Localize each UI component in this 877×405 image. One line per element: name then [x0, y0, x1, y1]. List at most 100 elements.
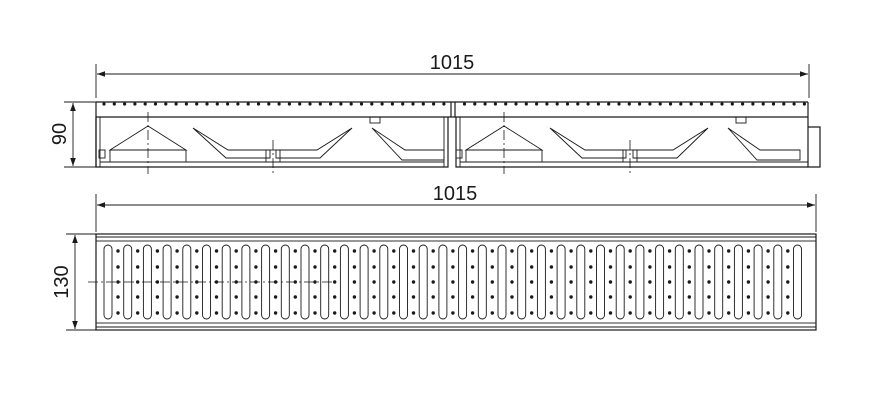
grating-hole — [608, 311, 613, 315]
grating-hole — [628, 265, 632, 269]
grating-hole — [175, 249, 179, 253]
grating-hole — [549, 280, 554, 284]
grating-hole — [490, 311, 494, 315]
grating-tooth — [720, 102, 724, 106]
grating-hole — [136, 249, 140, 253]
grating-hole — [116, 280, 120, 284]
grating-tooth — [607, 102, 611, 106]
grating-hole — [470, 265, 475, 269]
grating-hole — [628, 280, 632, 284]
grating-hole — [530, 311, 534, 315]
grating-slot — [399, 244, 408, 320]
grating-tooth — [401, 102, 405, 106]
grating-hole — [333, 280, 337, 284]
grating-hole — [687, 265, 691, 269]
grating-hole — [372, 295, 376, 299]
grating-tooth — [339, 102, 343, 106]
grating-hole — [707, 311, 711, 315]
grating-hole — [687, 249, 691, 253]
grating-tooth — [308, 102, 312, 106]
grating-hole — [727, 311, 731, 315]
grating-tooth — [751, 102, 755, 106]
grating-hole — [273, 249, 278, 253]
grating-hole — [707, 295, 711, 299]
grating-slot — [536, 244, 546, 320]
grating-hole — [352, 295, 357, 299]
grating-hole — [234, 295, 238, 299]
grating-tooth — [627, 102, 631, 106]
grating-hole — [490, 280, 494, 284]
grating-hole — [155, 295, 160, 299]
grating-hole — [411, 265, 416, 269]
grating-tooth — [442, 102, 446, 106]
grating-tooth — [421, 102, 425, 106]
grating-hole — [411, 249, 416, 253]
grating-hole — [470, 295, 475, 299]
grating-hole — [155, 265, 160, 269]
grating-tooth — [390, 102, 394, 106]
grating-slot — [596, 244, 605, 320]
grating-hole — [136, 295, 140, 299]
grating-hole — [214, 249, 219, 253]
grating-slot — [517, 244, 527, 320]
grating-hole — [214, 311, 219, 315]
grating-slot — [714, 244, 724, 320]
grating-hole — [727, 249, 731, 253]
grating-hole — [411, 311, 416, 315]
channel-side-view — [95, 101, 821, 174]
grating-hole — [510, 265, 514, 269]
grating-tooth — [370, 102, 374, 106]
grating-hole — [411, 280, 416, 284]
grating-hole — [293, 311, 297, 315]
grating-hole — [333, 295, 337, 299]
grating-slot — [733, 244, 743, 320]
grating-hole — [195, 295, 199, 299]
grating-hole — [431, 249, 435, 253]
grating-tooth — [133, 102, 137, 106]
grating-hole — [234, 249, 238, 253]
grating-slot — [674, 244, 684, 320]
grating-hole — [313, 295, 317, 299]
grating-tooth — [483, 102, 487, 106]
grating-hole — [313, 265, 317, 269]
grating-hole — [392, 295, 396, 299]
grating-hole — [766, 295, 770, 299]
grating-tooth — [493, 102, 497, 106]
grating-tooth — [246, 102, 250, 106]
grating-tooth — [586, 102, 590, 106]
grating-hole — [569, 280, 573, 284]
grating-tooth — [205, 102, 209, 106]
grating-hole — [234, 265, 238, 269]
grating-slot — [753, 244, 763, 320]
grating-hole — [214, 265, 219, 269]
grating-hole — [510, 311, 514, 315]
grating-hole — [510, 249, 514, 253]
grating-hole — [727, 295, 731, 299]
grating-tooth — [329, 102, 333, 106]
grating-hole — [136, 265, 140, 269]
side-view-height-label: 90 — [49, 123, 71, 145]
grating-hole — [727, 265, 731, 269]
grating-hole — [175, 265, 179, 269]
grating-slot — [615, 244, 625, 320]
grating-tooth — [668, 102, 673, 106]
grating-hole — [175, 295, 179, 299]
grating-hole — [569, 295, 573, 299]
grating-hole — [175, 311, 179, 315]
grating-hole — [589, 280, 593, 284]
grating-tooth — [359, 102, 364, 106]
grating-hole — [687, 295, 691, 299]
top-view-length-label: 1015 — [433, 183, 478, 205]
grating-hole — [667, 265, 672, 269]
grating-tooth — [349, 102, 353, 106]
grating-hole — [470, 280, 475, 284]
grating-hole — [273, 295, 278, 299]
grating-hole — [786, 280, 790, 284]
side-view-length-dimension: 1015 — [95, 52, 810, 98]
grating-hole — [313, 280, 317, 284]
grating-hole — [451, 265, 455, 269]
grating-tooth — [689, 102, 693, 106]
grating-hole — [392, 249, 396, 253]
grating-hole — [589, 295, 593, 299]
